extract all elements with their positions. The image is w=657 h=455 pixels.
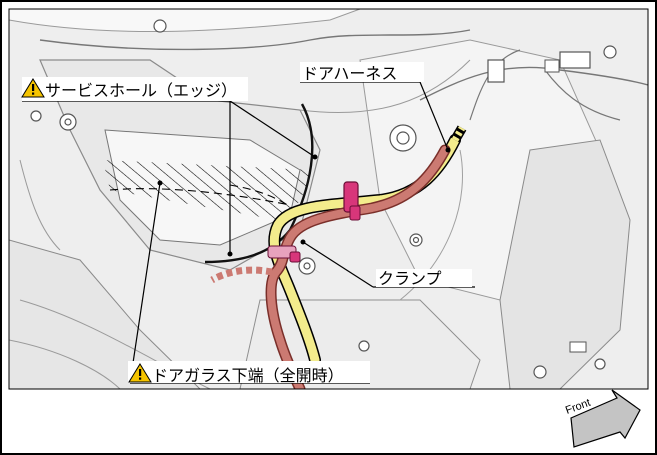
- service-hole-label: サービスホール（エッジ）: [45, 81, 237, 100]
- label-door-glass-bottom: ドアガラス下端（全開時）: [128, 361, 370, 385]
- arrow-right-icon: [570, 389, 641, 448]
- door-harness-label: ドアハーネス: [302, 64, 397, 83]
- label-service-hole: サービスホール（エッジ）: [21, 77, 248, 101]
- clamp-shape: [343, 181, 361, 221]
- label-door-harness: ドアハーネス: [300, 62, 424, 83]
- door-glass-bottom-label: ドアガラス下端（全開時）: [152, 366, 344, 385]
- clamp-label: クランプ: [378, 269, 442, 288]
- warning-triangle-icon: [21, 78, 45, 98]
- warning-triangle-icon: [128, 363, 152, 383]
- label-clamp: クランプ: [376, 269, 472, 288]
